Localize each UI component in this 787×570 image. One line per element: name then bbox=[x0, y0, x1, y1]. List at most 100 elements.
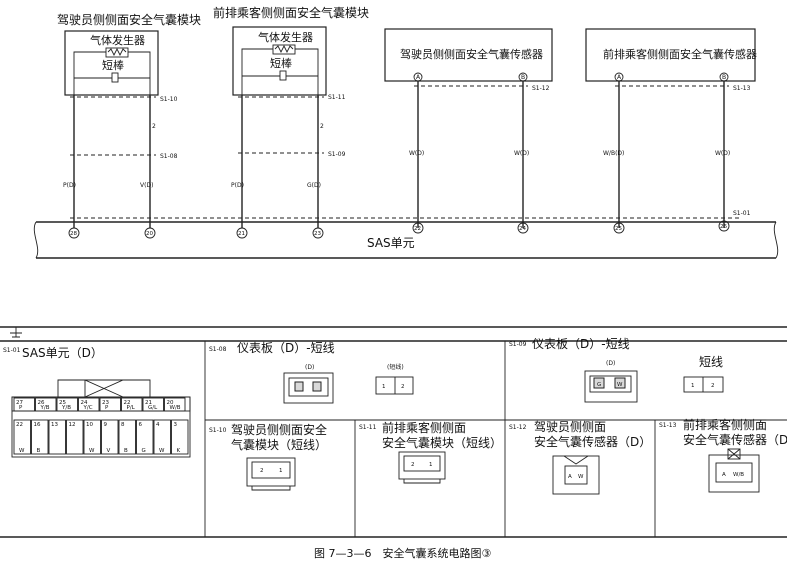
s1-09-panel-title: 仪表板（D）-短线 bbox=[532, 337, 630, 351]
label-s1-13: S1-13 bbox=[733, 85, 751, 92]
gas-generator-label-2: 气体发生器 bbox=[258, 30, 313, 44]
s1-10-connector: 2 1 bbox=[246, 457, 296, 491]
sas-pin-wire-color: B bbox=[37, 448, 41, 454]
diagram-caption: 图 7—3—6 安全气囊系统电路图③ bbox=[314, 546, 491, 560]
sas-pin-number: 26 bbox=[38, 400, 45, 406]
sas-pin-number: 4 bbox=[156, 422, 160, 428]
svg-text:A: A bbox=[568, 474, 572, 480]
svg-text:G: G bbox=[597, 382, 601, 388]
gas-generator-label-1: 气体发生器 bbox=[90, 33, 145, 47]
sas-pin-number: 13 bbox=[51, 422, 58, 428]
short-bar-label-1: 短棒 bbox=[102, 58, 124, 72]
svg-text:前排乘客侧侧面: 前排乘客侧侧面 bbox=[683, 417, 767, 432]
svg-text:2: 2 bbox=[711, 383, 715, 389]
sas-pin-cell bbox=[164, 397, 186, 412]
svg-text:2: 2 bbox=[152, 123, 156, 130]
s1-09-connector-d: G W bbox=[584, 370, 638, 403]
s1-11-connector: 2 1 bbox=[398, 451, 446, 484]
wire-color-6: W(D) bbox=[514, 150, 529, 157]
sas-pin-number: 8 bbox=[121, 422, 125, 428]
passenger-sensor-title: 前排乘客侧侧面安全气囊传感器 bbox=[603, 47, 757, 61]
sas-panel-title: SAS单元（D） bbox=[22, 346, 103, 360]
passenger-airbag-module-title: 前排乘客侧侧面安全气囊模块 bbox=[213, 5, 369, 20]
svg-text:S1-10: S1-10 bbox=[209, 427, 227, 434]
sas-unit-block: SAS单元 bbox=[33, 221, 779, 259]
sas-pin-number: 23 bbox=[102, 400, 109, 406]
svg-text:26: 26 bbox=[720, 224, 727, 230]
svg-text:S1-08: S1-08 bbox=[209, 346, 227, 353]
svg-text:2: 2 bbox=[401, 384, 405, 390]
sas-pin-number: 22 bbox=[124, 400, 131, 406]
svg-text:W: W bbox=[617, 382, 623, 388]
sas-pin-cell bbox=[118, 419, 136, 455]
sas-pin-number: 25 bbox=[59, 400, 66, 406]
svg-text:短线: 短线 bbox=[699, 355, 723, 369]
svg-text:2: 2 bbox=[411, 462, 415, 468]
sas-pin-cell bbox=[13, 419, 31, 455]
svg-text:21: 21 bbox=[238, 231, 245, 237]
svg-text:安全气囊模块（短线）: 安全气囊模块（短线） bbox=[382, 435, 502, 450]
sas-pin-wire-color: G bbox=[142, 448, 146, 454]
svg-text:S1-09: S1-09 bbox=[509, 341, 527, 348]
sas-pin-wire-color: P bbox=[105, 405, 109, 411]
sas-pin-cell bbox=[48, 419, 66, 455]
sas-pin-number: 20 bbox=[167, 400, 174, 406]
svg-text:W: W bbox=[578, 474, 584, 480]
sas-pin-cell bbox=[13, 397, 35, 412]
sas-pin-cell bbox=[136, 419, 154, 455]
sas-pin-number: 3 bbox=[174, 422, 178, 428]
svg-text:S1-12: S1-12 bbox=[509, 424, 527, 431]
svg-text:24: 24 bbox=[519, 226, 526, 232]
driver-sensor-module: 驾驶员侧侧面安全气囊传感器 A B bbox=[384, 28, 553, 82]
svg-text:W/B: W/B bbox=[733, 472, 744, 478]
connector-views: S1-01 SAS单元（D） 27P26Y/B25Y/B24Y/C23P22P/… bbox=[0, 326, 787, 538]
svg-text:1: 1 bbox=[429, 462, 433, 468]
svg-text:A: A bbox=[617, 74, 622, 81]
svg-text:20: 20 bbox=[146, 231, 153, 237]
svg-text:(D): (D) bbox=[305, 364, 314, 371]
s1-09-connector-short: 1 2 bbox=[683, 376, 724, 393]
sas-pin-wire-color: W bbox=[89, 448, 95, 454]
passenger-sensor-module: 前排乘客侧侧面安全气囊传感器 A B bbox=[585, 28, 757, 82]
sas-pin-number: 10 bbox=[86, 422, 93, 428]
short-bar-icon bbox=[111, 72, 119, 83]
sas-pin-cell bbox=[101, 419, 119, 455]
sas-pin-cell bbox=[171, 419, 189, 455]
driver-sensor-title: 驾驶员侧侧面安全气囊传感器 bbox=[400, 47, 543, 61]
wire-color-7: W/B(D) bbox=[603, 150, 624, 157]
sas-pin-wire-color: V bbox=[107, 448, 111, 454]
driver-airbag-module: 气体发生器 短棒 bbox=[64, 30, 159, 96]
svg-text:A: A bbox=[722, 472, 726, 478]
sas-pin-wire-color: Y/B bbox=[61, 405, 71, 411]
svg-text:23: 23 bbox=[314, 231, 321, 237]
svg-text:22: 22 bbox=[414, 226, 421, 232]
sas-connector-face bbox=[11, 379, 191, 458]
sas-pin-wire-color: B bbox=[124, 448, 128, 454]
wire-color-5: W(D) bbox=[409, 150, 424, 157]
svg-text:前排乘客侧侧面: 前排乘客侧侧面 bbox=[382, 420, 466, 435]
svg-text:安全气囊传感器（D）: 安全气囊传感器（D） bbox=[683, 432, 787, 447]
resistor-zigzag-icon bbox=[107, 47, 127, 57]
sas-pin-wire-color: Y/B bbox=[40, 405, 50, 411]
svg-text:B: B bbox=[521, 74, 525, 81]
label-s1-09: S1-09 bbox=[328, 151, 346, 158]
svg-text:28: 28 bbox=[70, 231, 77, 237]
s1-08-connector-d bbox=[283, 372, 334, 404]
svg-text:1: 1 bbox=[382, 384, 386, 390]
sas-pin-wire-color: W bbox=[159, 448, 165, 454]
sas-pin-number: 12 bbox=[69, 422, 76, 428]
wire-color-2: V(D) bbox=[140, 182, 153, 189]
sas-pin-cell bbox=[78, 397, 100, 412]
wire-runs bbox=[73, 81, 725, 228]
sas-pin-cell bbox=[56, 397, 78, 412]
ground-symbol-icon bbox=[10, 327, 22, 338]
sas-pin-wire-color: K bbox=[177, 448, 181, 454]
passenger-airbag-module: 气体发生器 短棒 bbox=[232, 26, 327, 96]
sas-pin-number: 24 bbox=[81, 400, 88, 406]
short-bar-icon-2 bbox=[279, 70, 287, 81]
svg-text:驾驶员侧侧面: 驾驶员侧侧面 bbox=[534, 419, 606, 434]
driver-airbag-module-title: 驾驶员侧侧面安全气囊模块 bbox=[57, 12, 201, 27]
svg-text:S1-01: S1-01 bbox=[3, 347, 21, 354]
s1-12-connector: A W bbox=[552, 455, 600, 495]
